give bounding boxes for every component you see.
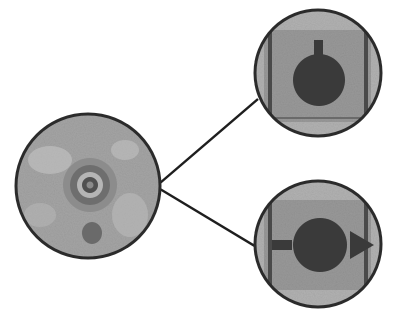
connector-line-top (160, 99, 258, 183)
connector-line-bottom (160, 189, 258, 248)
detail-circle-top (255, 10, 381, 136)
concentric-rings-icon (63, 158, 117, 212)
source-circle (16, 114, 160, 258)
detail-circle-bottom (255, 181, 381, 307)
